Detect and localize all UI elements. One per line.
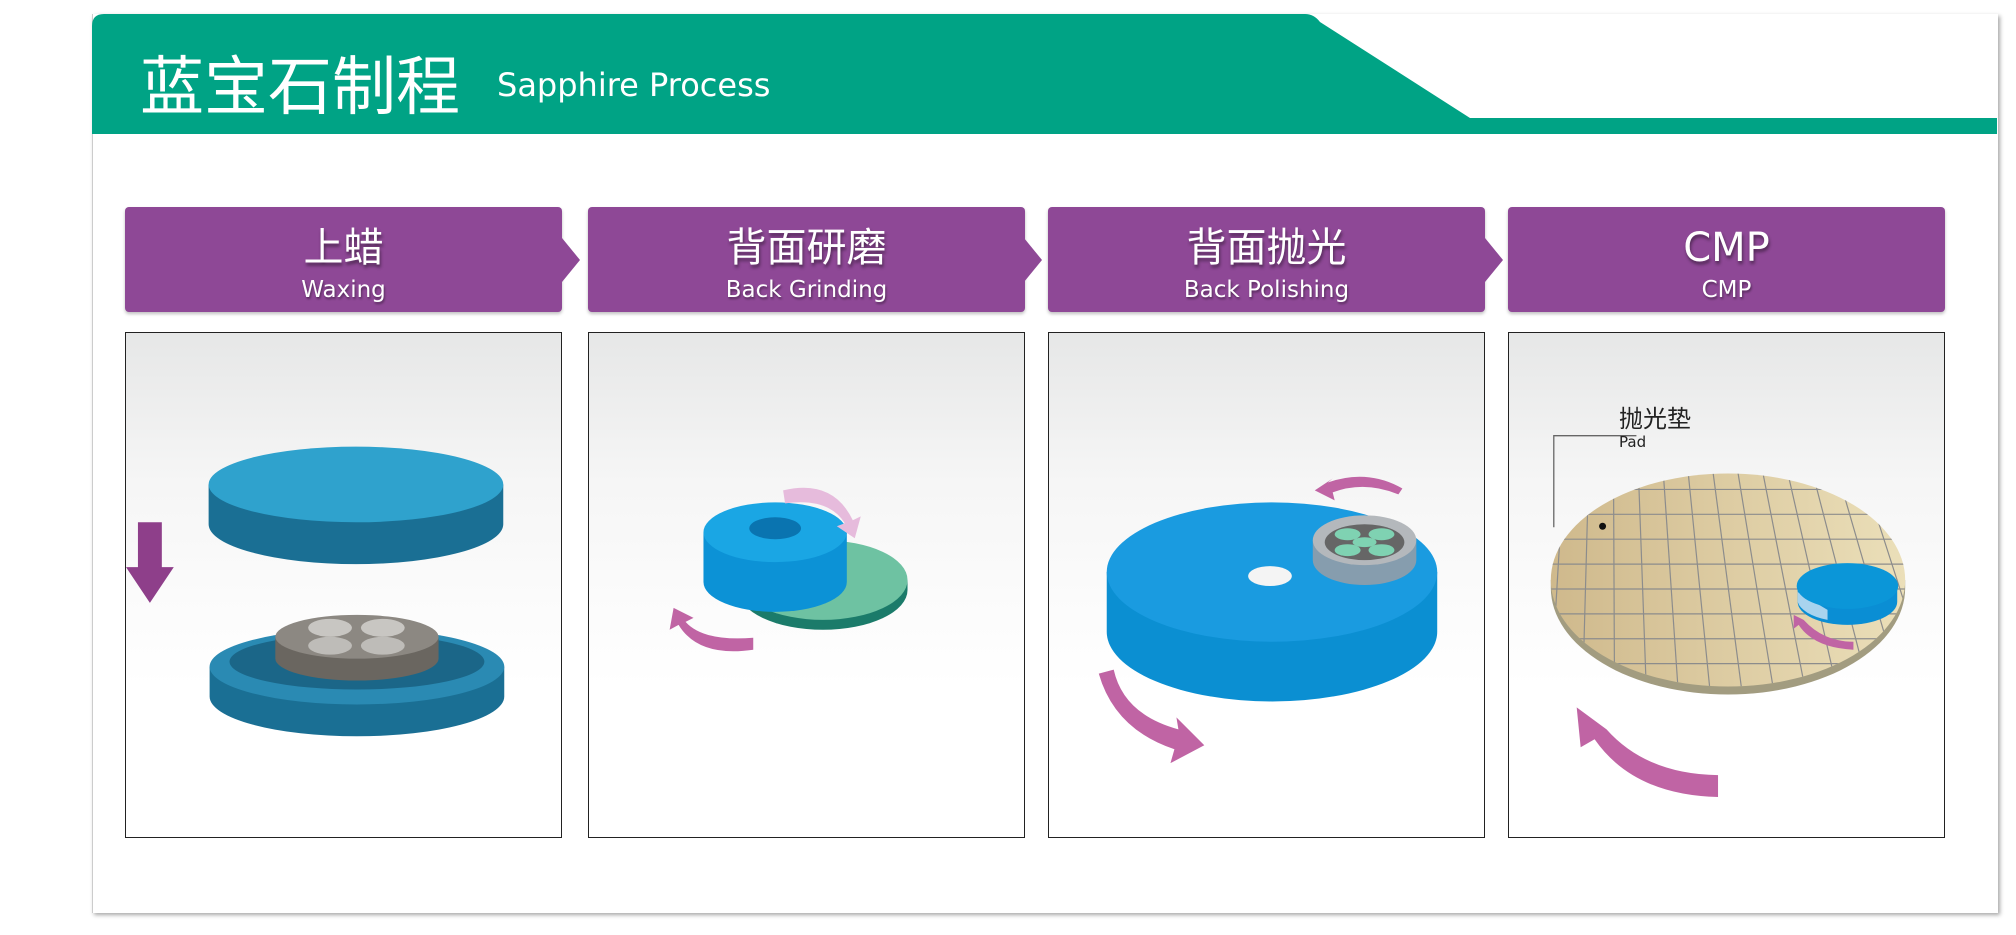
step-back-grinding: 背面研磨 Back Grinding bbox=[588, 207, 1025, 312]
pad-grid-line bbox=[1637, 473, 1647, 687]
rotate-arrow-icon bbox=[783, 487, 861, 539]
chevron-right-icon bbox=[1024, 238, 1042, 282]
rotate-arrow-icon bbox=[1793, 614, 1854, 650]
page-title: 蓝宝石制程 bbox=[140, 51, 460, 125]
pad-grid-line bbox=[1937, 473, 1944, 692]
header-banner bbox=[92, 14, 1997, 134]
page-subtitle: Sapphire Process bbox=[497, 66, 771, 104]
pad-grid-line bbox=[1687, 473, 1711, 687]
rotate-arrow-icon bbox=[1098, 669, 1205, 764]
cmp-diagram bbox=[1509, 435, 1944, 798]
down-arrow-icon bbox=[126, 522, 174, 603]
step-zh: 背面抛光 bbox=[1186, 225, 1347, 271]
step-zh: 背面研磨 bbox=[726, 225, 887, 271]
rotate-arrow-icon bbox=[1576, 707, 1719, 798]
pad-grid-line bbox=[1662, 473, 1679, 687]
step-zh: CMP bbox=[1683, 225, 1770, 271]
pad-grid-line bbox=[1762, 473, 1807, 687]
step-en: CMP bbox=[1701, 277, 1752, 303]
step-zh: 上蜡 bbox=[303, 225, 384, 271]
rotate-arrow-icon bbox=[1314, 476, 1403, 501]
pad-grid-line bbox=[1912, 473, 1944, 692]
cmp-illustration: 抛光垫 Pad bbox=[1508, 332, 1945, 838]
back-polishing-illustration bbox=[1048, 332, 1485, 838]
rotate-arrow-icon bbox=[669, 607, 754, 652]
waxing-illustration bbox=[125, 332, 562, 838]
pad-grid-line bbox=[1737, 473, 1775, 687]
chevron-right-icon bbox=[1485, 238, 1503, 282]
step-en: Back Polishing bbox=[1183, 277, 1350, 303]
chevron-right-icon bbox=[562, 238, 580, 282]
step-waxing: 上蜡 Waxing bbox=[125, 207, 562, 312]
back-grinding-illustration bbox=[588, 332, 1025, 838]
pad-grid-line bbox=[1519, 473, 1539, 692]
pad-grid-line bbox=[1712, 473, 1743, 687]
waxing-diagram bbox=[126, 446, 505, 737]
pad-label-zh: 抛光垫 bbox=[1619, 405, 1691, 433]
step-back-polishing: 背面抛光 Back Polishing bbox=[1048, 207, 1485, 312]
step-en: Back Grinding bbox=[725, 277, 888, 303]
step-cmp: CMP CMP bbox=[1508, 207, 1945, 312]
pad-grid-line bbox=[1612, 473, 1616, 687]
pad-label-en: Pad bbox=[1619, 433, 1647, 451]
pad-grid-line bbox=[1509, 473, 1514, 692]
back-polishing-diagram bbox=[1098, 476, 1438, 764]
back-grinding-diagram bbox=[669, 487, 908, 652]
step-en: Waxing bbox=[301, 277, 386, 303]
